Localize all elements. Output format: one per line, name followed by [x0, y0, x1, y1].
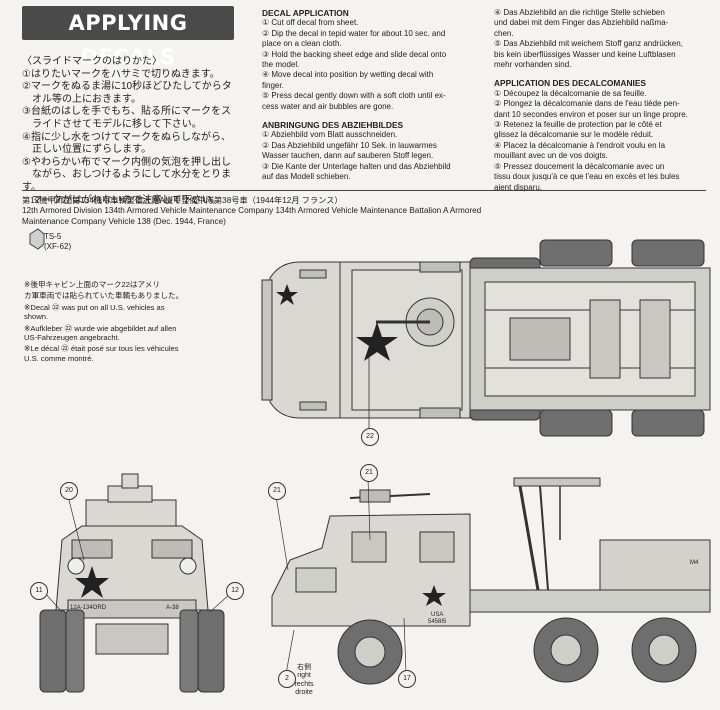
star-decal-side — [422, 585, 446, 606]
german-french-instructions: ④ Das Abziehbild an die richtige Stelle … — [494, 8, 706, 193]
german-heading: ANBRINGUNG DES ABZIEHBILDES — [262, 120, 404, 131]
japanese-heading: 〈スライドマークのはりかた〉 — [22, 56, 162, 67]
front-view-drawing — [39, 473, 225, 693]
german-step: ① Abziehbild vom Blatt ausschneiden. — [262, 130, 398, 140]
german-step: ⑤ Das Abziehbild mit weichem Stoff ganz … — [494, 39, 683, 49]
marking-bumper-right: A-38 — [166, 605, 179, 611]
side-label-fr: droite — [295, 689, 313, 697]
side-label-en: right — [297, 672, 311, 680]
english-step: the model. — [262, 60, 300, 70]
french-heading: APPLICATION DES DECALCOMANIES — [494, 78, 646, 89]
french-step: dant 10 secondes environ et poser sur un… — [494, 109, 688, 119]
french-step: ② Plongez la décalcomanie dans de l'eau … — [494, 99, 680, 109]
callout-22-top: 22 — [361, 428, 379, 446]
japanese-step: オル等の上におきます。 — [22, 93, 141, 105]
french-step: aient disparu. — [494, 182, 543, 192]
page-title: APPLYING DECALS — [22, 6, 234, 69]
french-step: glissez la décalcomanie sur le modèle ré… — [494, 130, 654, 140]
callout-12-front: 12 — [226, 582, 244, 600]
side-label: 右側 right rechts droite — [290, 664, 318, 698]
star-decal-top — [356, 322, 398, 361]
french-step: ③ Retenez la feuille de protection par l… — [494, 120, 662, 130]
caption-japanese: 第12機甲師団第134機甲車輌整備大隊A機甲整備中隊第38号車（1944年12月… — [22, 196, 343, 205]
side-view-drawing — [271, 477, 711, 685]
german-step: Wasser tauchen, dann auf sauberen Stoff … — [262, 151, 434, 161]
paint-code-xf: (XF-62) — [44, 241, 72, 251]
french-step: ① Découpez la décalcomanie de sa feuille… — [494, 88, 647, 98]
english-step: ① Cut off decal from sheet. — [262, 18, 359, 28]
note-line: ※Decal ㉒ was put on all U.S. vehicles as… — [24, 302, 165, 322]
paint-code-ts: TS-5 — [44, 232, 62, 241]
german-step: chen. — [494, 28, 514, 38]
japanese-step: ⑤やわらかい布でマーク内側の気泡を押し出し — [22, 156, 231, 168]
english-step: ⑤ Press decal gently down with a soft cl… — [262, 91, 446, 101]
marking-serial: 5458I5 — [428, 619, 447, 625]
english-heading: DECAL APPLICATION — [262, 8, 349, 18]
japanese-instructions: 〈スライドマークのはりかた〉 ①はりたいマークをハサミで切りぬきます。②マークを… — [22, 56, 247, 207]
japanese-step: ながら、おしつけるようにして水分をとります。 — [22, 169, 232, 193]
english-step: place on a clean cloth. — [262, 39, 342, 49]
callout-21-side-mid: 21 — [360, 464, 378, 482]
note-line: ※後甲キャビン上面のマーク22はアメリ — [24, 280, 160, 289]
section-divider — [22, 190, 706, 191]
callout-21-side-left: 21 — [268, 482, 286, 500]
french-step: mouillant avec un de vos doigts. — [494, 151, 608, 161]
english-step: ③ Hold the backing sheet edge and slide … — [262, 49, 447, 59]
top-view-drawing — [261, 239, 711, 437]
japanese-step: ③台紙のはしを手でもち、貼る所にマークをス — [22, 106, 231, 118]
note-line: ※Aufkleber ㉒ wurde wie abgebildet auf al… — [24, 323, 177, 343]
english-step: cess water and air bubbles are gone. — [262, 101, 394, 111]
note-line: ※Le décal ㉒ était posé sur tous les véhi… — [24, 344, 179, 363]
german-step: ③ Die Kante der Unterlage halten und das… — [262, 161, 451, 171]
french-step: ⑤ Pressez doucement la décalcomanie avec… — [494, 161, 665, 171]
note-line: カ軍車両では貼られていた車輌もありました。 — [24, 291, 184, 301]
french-step: tissu doux jusqu'à ce que l'eau en excès… — [494, 172, 680, 182]
callout-11-front: 11 — [30, 582, 48, 600]
caption-english-1: 12th Armored Division 134th Armored Vehi… — [22, 206, 482, 216]
japanese-step: ④指に少し水をつけてマークをぬらしながら、 — [22, 131, 231, 143]
star-decal-hood — [276, 284, 298, 305]
french-step: ④ Placez la décalcomanie à l'endroit vou… — [494, 140, 666, 150]
marking-crane: M4 — [690, 560, 699, 566]
side-label-jp: 右側 — [297, 664, 311, 671]
japanese-step: マークがはがれないので注意して下さい。 — [22, 194, 222, 206]
paint-code: TS-5 (XF-62) — [44, 232, 71, 251]
japanese-step: 正しい位置にずらします。 — [22, 144, 152, 156]
marking-usa: USA — [431, 612, 444, 618]
marking-usa-serial: USA 5458I5 — [428, 612, 446, 626]
caption-english-2: Maintenance Company Vehicle 138 (Dec. 19… — [22, 216, 226, 226]
german-step: bis kein überflüssiges Wasser und keine … — [494, 49, 676, 59]
english-instructions: DECAL APPLICATION ① Cut off decal from s… — [262, 8, 474, 183]
german-step: auf das Modell schieben. — [262, 172, 351, 182]
vehicle-caption: 第12機甲師団第134機甲車輌整備大隊A機甲整備中隊第38号車（1944年12月… — [22, 196, 706, 227]
english-step: ④ Move decal into position by wetting de… — [262, 70, 434, 80]
paint-chip-icon — [29, 228, 45, 250]
german-step: mehr vorhanden sind. — [494, 60, 572, 70]
japanese-step: ライドさせてモデルに移して下さい。 — [22, 118, 202, 130]
callout-17-side: 17 — [398, 670, 416, 688]
callout-20-front: 20 — [60, 482, 78, 500]
side-label-de: rechts — [294, 680, 314, 688]
english-step: finger. — [262, 80, 284, 90]
decal-notes: ※後甲キャビン上面のマーク22はアメリカ軍車両では貼られていた車輌もありました。… — [24, 280, 184, 365]
german-step: ② Das Abziehbild ungefähr 10 Sek. in lau… — [262, 140, 437, 150]
star-decal-front — [75, 566, 109, 598]
german-step: ④ Das Abziehbild an die richtige Stelle … — [494, 8, 665, 17]
japanese-step: ②マークをぬるま湯に10秒ほどひたしてからタ — [22, 81, 232, 93]
callout-2-side: 2 — [278, 670, 296, 688]
marking-bumper: 12A-134ORD — [70, 605, 107, 611]
german-step: und dabei mit dem Finger das Abziehbild … — [494, 18, 669, 28]
japanese-step: ①はりたいマークをハサミで切りぬきます。 — [22, 68, 220, 80]
english-step: ② Dip the decal in tepid water for about… — [262, 28, 446, 38]
